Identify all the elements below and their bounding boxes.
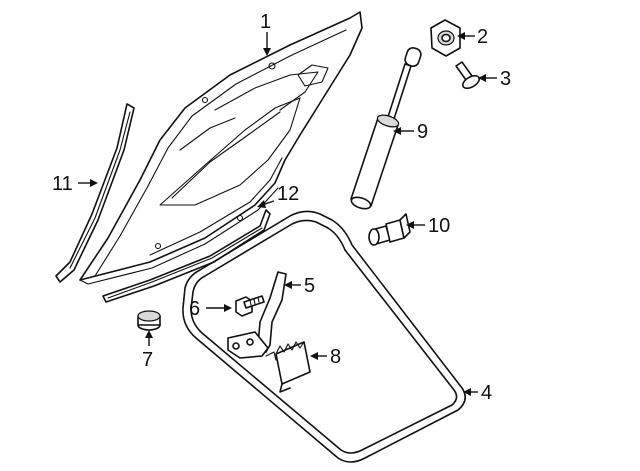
bumper-stop-icon	[430, 19, 461, 57]
callout-7: 7	[142, 349, 153, 371]
adjuster-bumper-icon	[368, 213, 411, 246]
callout-5: 5	[304, 275, 315, 297]
callout-4: 4	[481, 382, 492, 404]
callout-3: 3	[500, 68, 511, 90]
callout-6: 6	[189, 298, 200, 320]
hood-panel-icon	[79, 11, 363, 285]
callout-8: 8	[330, 346, 341, 368]
insulator-clip-icon	[275, 341, 311, 393]
bolt-icon	[235, 295, 265, 317]
callout-10: 10	[428, 215, 450, 237]
callout-1: 1	[260, 11, 271, 33]
hinge-icon	[227, 271, 287, 361]
callout-11: 11	[52, 173, 73, 195]
push-pin-icon	[455, 61, 480, 90]
callout-2: 2	[477, 26, 488, 48]
lift-support-strut-icon	[350, 47, 422, 210]
weatherstrip-seal-icon	[182, 210, 466, 463]
callout-9: 9	[417, 121, 428, 143]
callout-labels: 1 2 3 4 5 6 7 8 9 10 11 12	[52, 11, 511, 404]
leader-lines	[78, 32, 497, 396]
side-seal-strip-icon	[55, 103, 135, 283]
front-seal-strip-icon	[102, 209, 271, 303]
callout-12: 12	[277, 183, 299, 205]
plug-icon	[137, 310, 161, 331]
